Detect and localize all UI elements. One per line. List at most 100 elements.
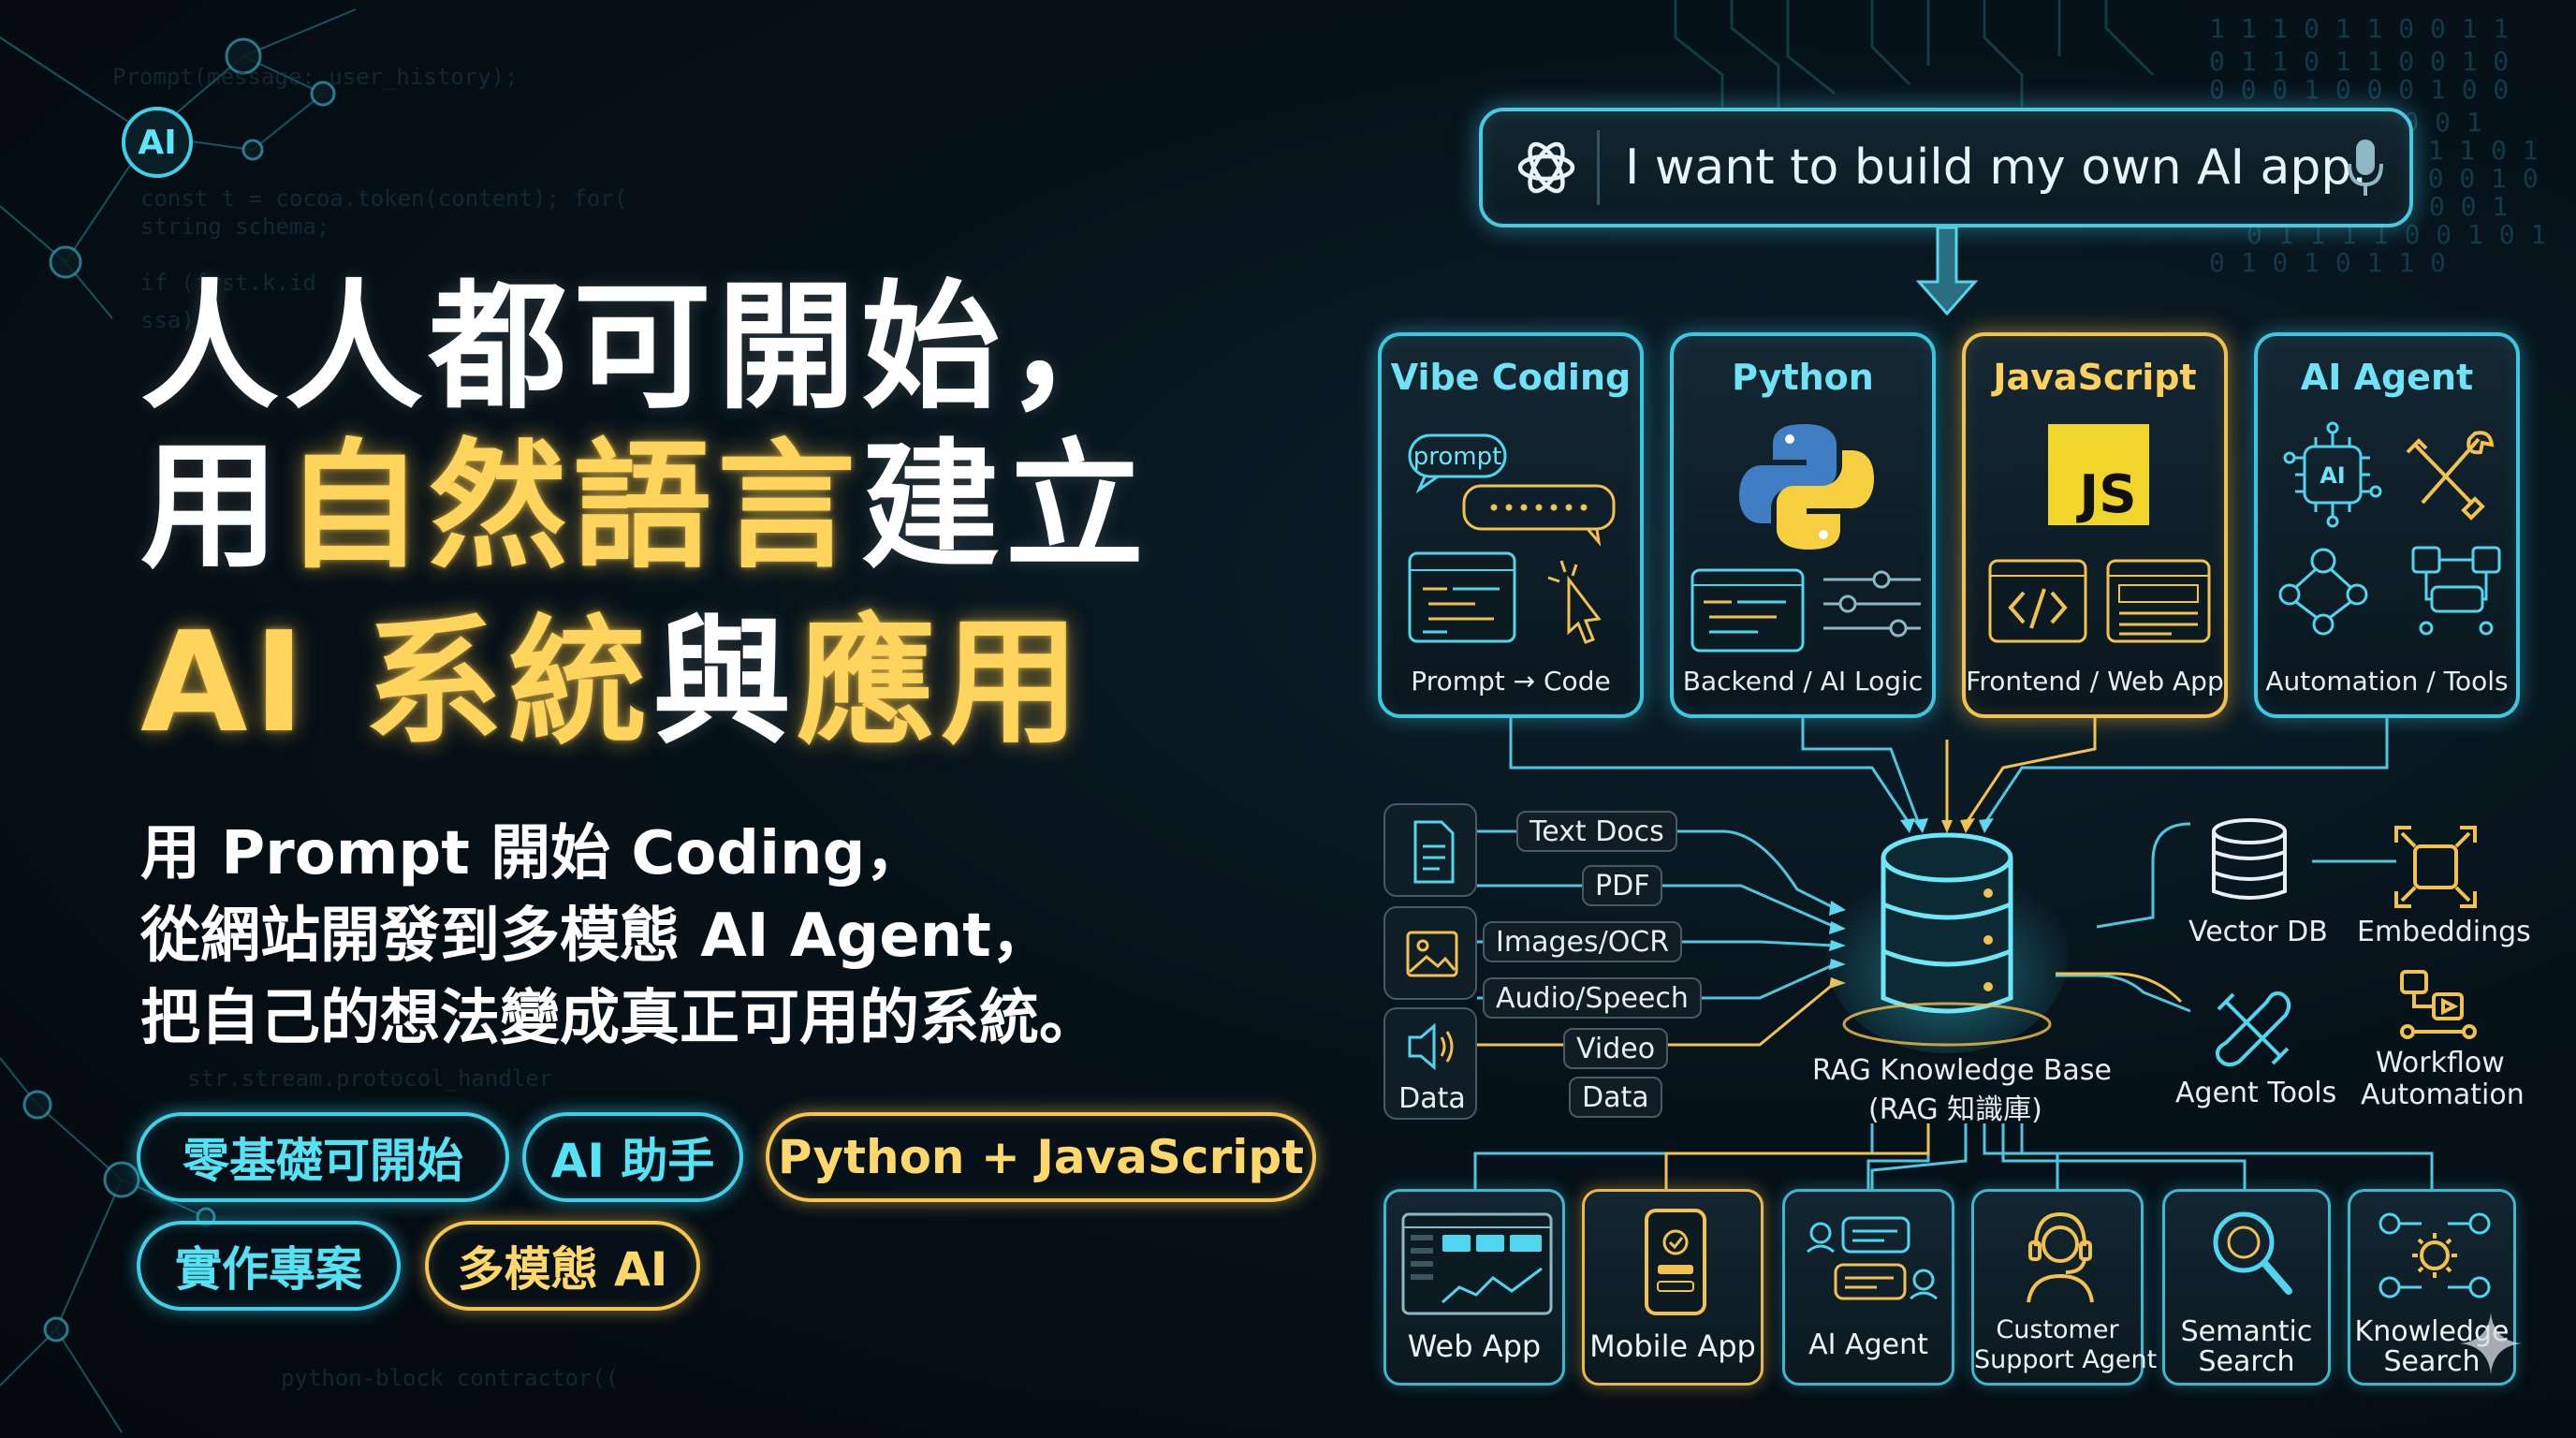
tool-card-javascript[interactable]: JavaScript JS Frontend / Web App — [1962, 332, 2228, 718]
svg-text:python-block contractor((: python-block contractor(( — [281, 1365, 619, 1391]
svg-text:0 1 0 1 0 1 1 0: 0 1 0 1 0 1 1 0 — [2209, 247, 2446, 278]
svg-text:0 0 0 1 0 0 0 1 0 0: 0 0 0 1 0 0 0 1 0 0 — [2209, 74, 2509, 105]
svg-text:const t = cocoa.token(content): const t = cocoa.token(content); for( — [140, 185, 627, 212]
output-label: Search — [2383, 1345, 2481, 1378]
ai-agent-illustration: AI — [2278, 421, 2501, 636]
workflow-icon — [2411, 546, 2501, 636]
ai-badge: AI — [122, 107, 193, 178]
headline-line-3: AI 系統與應用 — [140, 603, 1085, 762]
output-card-knowledge-search[interactable]: Knowledge Search — [2348, 1189, 2516, 1386]
output-label: Web App — [1407, 1328, 1542, 1364]
output-card-mobile-app[interactable]: Mobile App — [1582, 1189, 1764, 1386]
headline-word: 建立 — [861, 426, 1149, 587]
prompt-text[interactable]: I want to build my own AI app. — [1625, 139, 2367, 196]
agent-tools-icon — [2216, 991, 2291, 1067]
javascript-logo-label: JS — [2075, 464, 2136, 525]
ai-chip-label: AI — [2320, 462, 2346, 489]
embeddings-label: Embeddings — [2357, 916, 2531, 948]
output-card-ai-agent[interactable]: AI Agent — [1782, 1189, 1954, 1386]
source-label: Images/OCR — [1483, 921, 1683, 962]
tool-card-title: Python — [1732, 357, 1874, 398]
vibe-coding-illustration: prompt — [1408, 433, 1616, 644]
output-card-web-app[interactable]: Web App — [1383, 1189, 1565, 1386]
ai-badge-label: AI — [138, 124, 176, 162]
magnifier-icon — [2213, 1211, 2292, 1295]
chatgpt-logo-icon — [1517, 141, 1575, 194]
vector-db-label: Vector DB — [2188, 916, 2328, 948]
tools-icon — [2406, 431, 2495, 521]
javascript-logo-icon — [2048, 424, 2149, 525]
rag-title: RAG Knowledge Base — [1812, 1054, 2112, 1087]
vector-db-icon — [2212, 818, 2287, 900]
headline-word: 與 — [652, 602, 798, 763]
output-label: Search — [2198, 1345, 2295, 1378]
source-label: Text Docs — [1516, 811, 1677, 852]
headline-line-1: 人人都可開始， — [140, 267, 1149, 428]
output-card-customer-support[interactable]: Customer Support Agent — [1971, 1189, 2158, 1386]
document-icon — [1413, 820, 1455, 884]
subtitle-line-3: 把自己的想法變成真正可用的系統。 — [140, 984, 1099, 1053]
tool-card-title: Vibe Coding — [1390, 357, 1632, 398]
tool-card-caption: Backend / AI Logic — [1682, 666, 1924, 697]
output-label: Support Agent — [1974, 1345, 2158, 1374]
tag-pill: AI 助手 — [522, 1112, 743, 1202]
svg-text:0 1 1 0 1 1 0 0 1 0: 0 1 1 0 1 1 0 0 1 0 — [2209, 46, 2509, 77]
arrow-down-icon — [1915, 227, 1979, 316]
source-audio-box: Data — [1383, 1007, 1477, 1120]
rag-subtitle: (RAG 知識庫) — [1868, 1093, 2042, 1126]
tool-card-python[interactable]: Python Backend / AI Logic — [1670, 332, 1936, 718]
headset-agent-icon — [2027, 1211, 2094, 1303]
tool-card-ai-agent[interactable]: AI Agent AI Automation / Tools — [2254, 332, 2520, 718]
prompt-divider — [1597, 130, 1600, 205]
chat-agent-icon — [1807, 1216, 1938, 1300]
tag-pill: 多模態 AI — [425, 1221, 700, 1311]
tag-pill: Python + JavaScript — [766, 1112, 1316, 1202]
workflow-automation-icon — [2400, 970, 2477, 1039]
svg-text:1 1 1 0 1 1 0 0 1 1: 1 1 1 0 1 1 0 0 1 1 — [2209, 13, 2509, 44]
prompt-bubble-label: prompt — [1413, 443, 1502, 471]
svg-text:0 1 1 0 1: 0 1 1 0 1 — [2396, 135, 2539, 166]
headline-highlight: 自然語言 — [285, 426, 861, 587]
svg-text:string schema;: string schema; — [140, 213, 329, 240]
output-label: Customer — [1996, 1315, 2119, 1344]
ai-chip-icon — [2283, 421, 2382, 528]
speaker-icon — [1408, 1022, 1454, 1071]
tag-pill: 零基礎可開始 — [137, 1112, 509, 1202]
network-icon — [2278, 548, 2368, 636]
mobile-phone-icon — [1645, 1209, 1706, 1315]
tool-card-caption: Automation / Tools — [2265, 666, 2509, 697]
sparkle-icon — [2460, 1313, 2522, 1374]
headline-line-2: 用自然語言建立 — [140, 427, 1149, 586]
image-icon — [1406, 931, 1458, 977]
tool-card-vibe-coding[interactable]: Vibe Coding prompt Prompt → Code — [1378, 332, 1644, 718]
microphone-icon[interactable] — [2344, 136, 2387, 201]
headline-highlight: AI 系統 — [140, 602, 653, 763]
headline-word: 用 — [140, 426, 285, 587]
workflow-label-line1: Workflow — [2376, 1047, 2505, 1079]
source-doc-box — [1383, 803, 1477, 897]
source-image-box — [1383, 906, 1477, 1000]
source-label: Audio/Speech — [1483, 977, 1702, 1019]
svg-text:1 0 0 1 0: 1 0 0 1 0 — [2396, 163, 2539, 194]
prompt-bar[interactable]: I want to build my own AI app. — [1479, 108, 2413, 227]
svg-text:str.stream.protocol_handler: str.stream.protocol_handler — [187, 1065, 552, 1092]
source-label: PDF — [1582, 865, 1663, 906]
data-icon-label: Data — [1398, 1082, 1466, 1115]
headline-highlight: 應用 — [797, 602, 1086, 763]
svg-text:Prompt(message: user_history);: Prompt(message: user_history); — [112, 64, 518, 90]
dashboard-icon — [1401, 1212, 1553, 1315]
tag-pill: 實作專案 — [137, 1221, 401, 1311]
source-label: Video — [1563, 1028, 1669, 1069]
tool-card-caption: Frontend / Web App — [1966, 666, 2224, 697]
tool-card-title: AI Agent — [2300, 357, 2474, 398]
output-label: Semantic — [2180, 1315, 2313, 1348]
python-illustration — [1690, 424, 1921, 653]
tool-card-title: JavaScript — [1993, 357, 2197, 398]
subtitle-line-2: 從網站開發到多模態 AI Agent， — [140, 902, 1051, 971]
workflow-label-line2: Automation — [2361, 1078, 2525, 1111]
settings-flow-icon — [2378, 1212, 2491, 1299]
javascript-illustration: JS — [1988, 424, 2211, 643]
agent-tools-label: Agent Tools — [2175, 1077, 2337, 1109]
python-logo-icon — [1739, 424, 1874, 550]
output-card-semantic-search[interactable]: Semantic Search — [2162, 1189, 2331, 1386]
